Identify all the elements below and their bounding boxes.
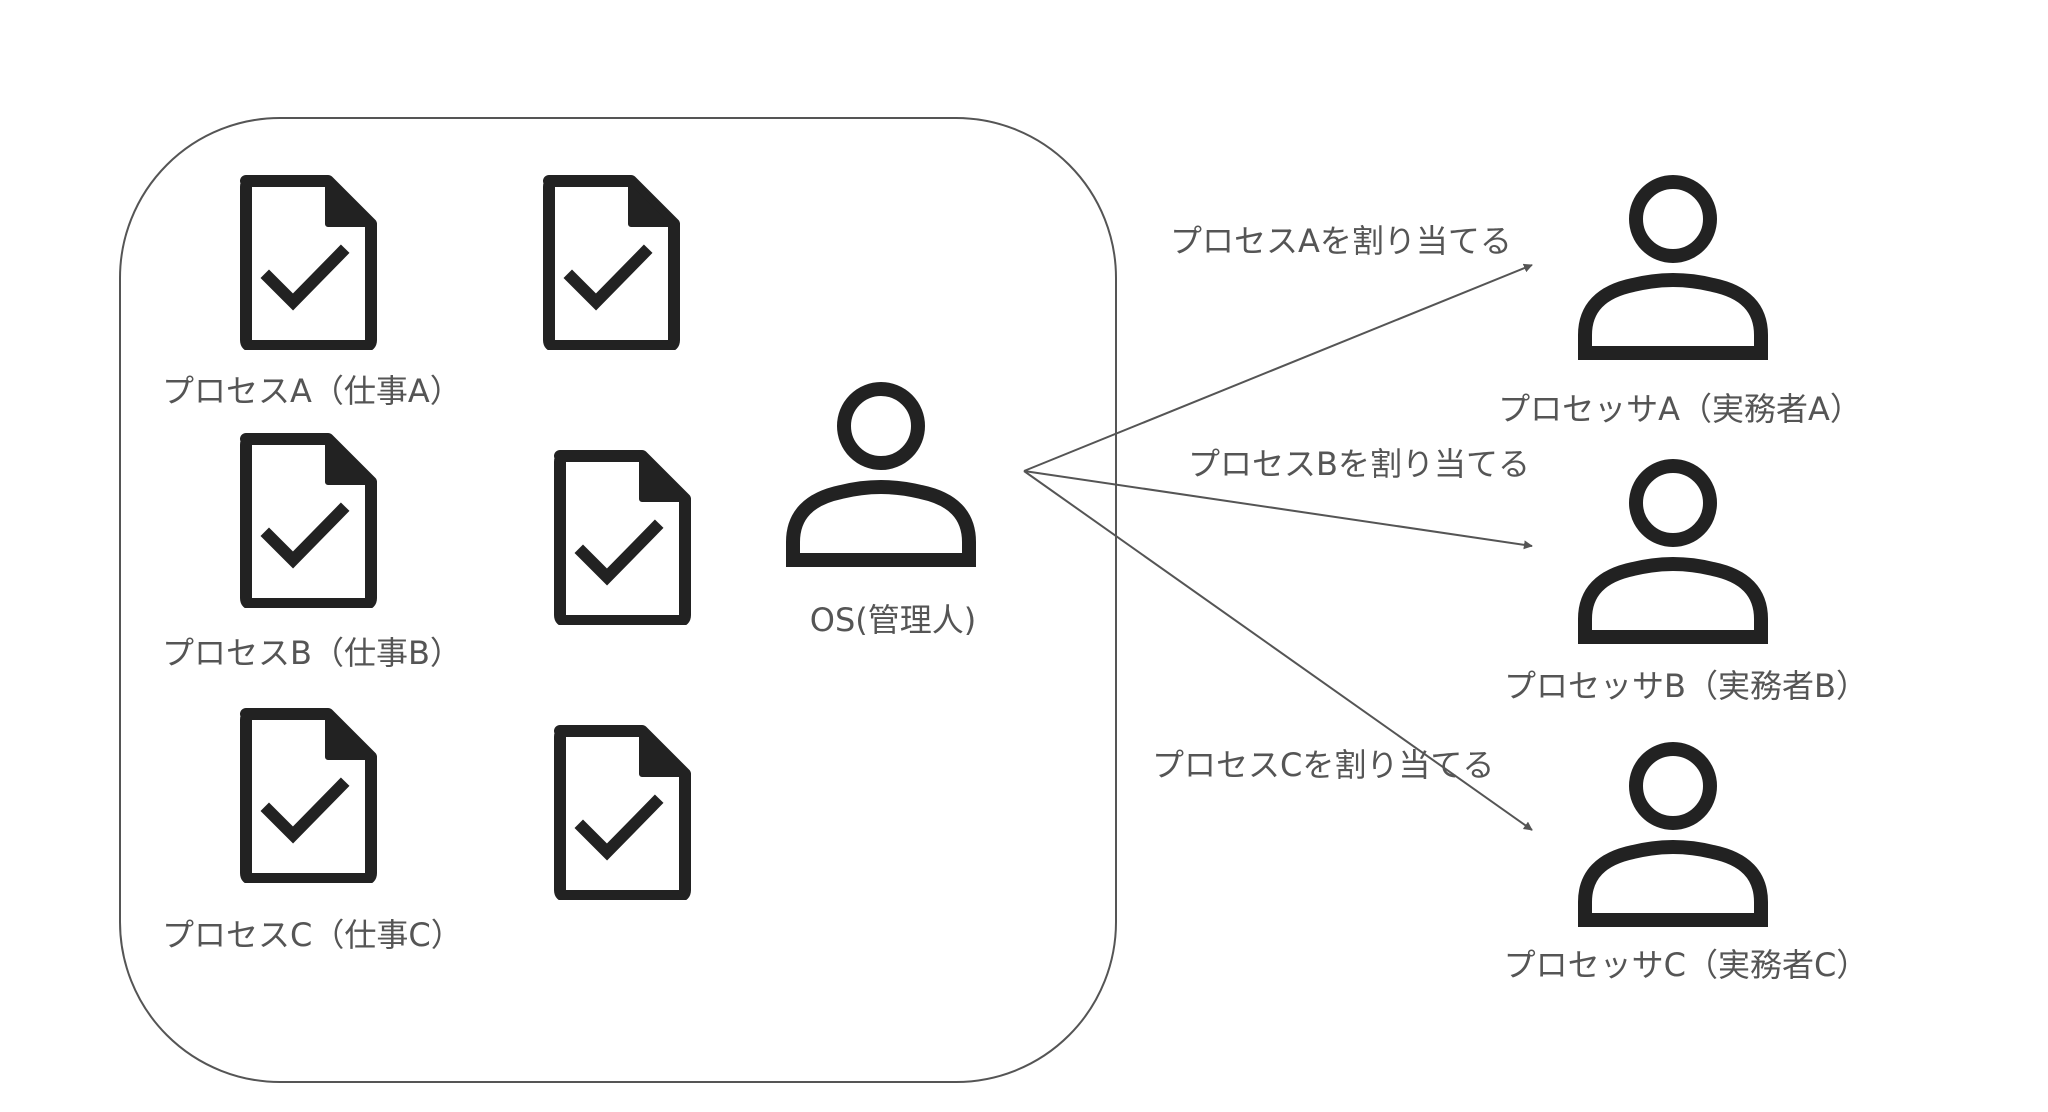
document-check-icon — [560, 731, 685, 896]
document-check-icon — [246, 439, 371, 604]
document-check-icon — [246, 714, 371, 879]
assignment-b-label: プロセスBを割り当てる — [1188, 445, 1530, 483]
processor-b-person-icon — [1585, 466, 1761, 637]
process-b-label: プロセスB（仕事B） — [162, 634, 462, 672]
processor-c-label: プロセッサC（実務者C） — [1503, 946, 1869, 984]
document-check-icon — [560, 456, 685, 621]
assignment-arrow-c — [1023, 470, 1533, 831]
assignment-a-label: プロセスAを割り当てる — [1170, 222, 1512, 260]
os-label: OS(管理人) — [809, 601, 977, 639]
processor-a-label: プロセッサA（実務者A） — [1498, 390, 1862, 428]
assignment-c-label: プロセスCを割り当てる — [1152, 746, 1495, 784]
process-c-label: プロセスC（仕事C） — [162, 916, 463, 954]
processor-c-person-icon — [1585, 749, 1761, 920]
process-a-label: プロセスA（仕事A） — [162, 372, 462, 410]
assignment-arrow-a — [1023, 263, 1533, 472]
os-person-icon — [793, 389, 969, 560]
assignment-arrow-b — [1023, 470, 1533, 550]
processor-b-label: プロセッサB（実務者B） — [1504, 667, 1868, 705]
document-check-icon — [549, 181, 674, 346]
processor-a-person-icon — [1585, 182, 1761, 353]
document-check-icon — [246, 181, 371, 346]
os-container-box — [119, 117, 1117, 1083]
